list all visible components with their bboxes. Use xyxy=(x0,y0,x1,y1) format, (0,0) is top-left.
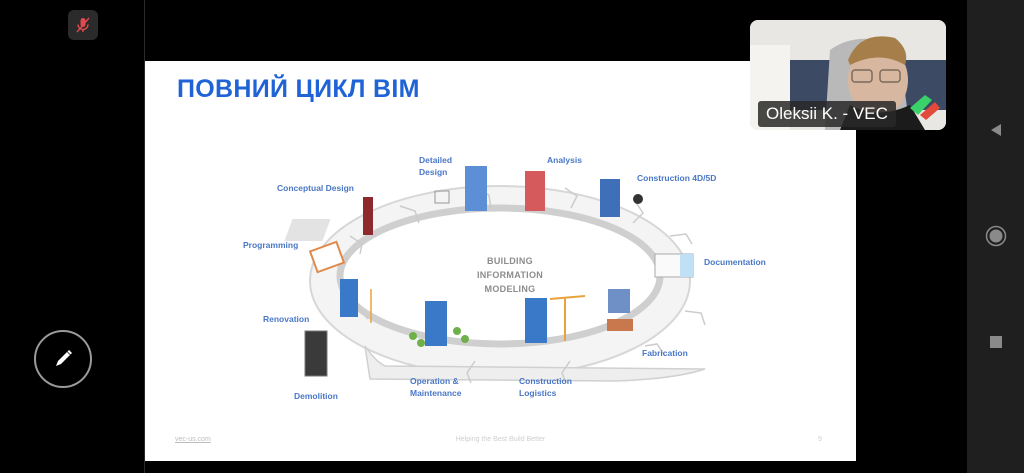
participant-name-tag: Oleksii K. - VEC xyxy=(758,101,896,127)
footer-website[interactable]: vec-us.com xyxy=(175,436,211,443)
fabrication-model xyxy=(607,289,633,331)
home-button[interactable] xyxy=(967,216,1024,256)
mic-muted-icon xyxy=(76,17,90,33)
analysis-model xyxy=(525,171,545,211)
participant-video-tile[interactable]: Oleksii K. - VEC xyxy=(750,20,946,130)
bim-cycle-diagram xyxy=(284,166,706,384)
renovation-model xyxy=(340,279,372,323)
recents-icon xyxy=(989,336,1002,348)
operation-maintenance-model xyxy=(409,301,469,347)
stage-label-documentation: Documentation xyxy=(704,257,766,267)
home-icon xyxy=(985,225,1006,247)
center-label: BUILDING INFORMATION MODELING xyxy=(455,254,565,296)
center-label-line: INFORMATION xyxy=(476,270,544,280)
annotate-button[interactable] xyxy=(34,330,92,388)
stage-label-operation-maintenance: Operation & Maintenance xyxy=(410,376,462,398)
documentation-model xyxy=(654,253,694,278)
footer-tagline: Helping the Best Build Better xyxy=(455,436,546,443)
construction-4d5d-model xyxy=(600,179,643,217)
slide-title: ПОВНИЙ ЦИКЛ BIM xyxy=(177,75,420,103)
construction-logistics-model xyxy=(525,295,586,343)
divider xyxy=(144,0,145,473)
ring-tail xyxy=(364,345,706,382)
participant-video xyxy=(750,20,946,130)
stage-label-construction-4d5d: Construction 4D/5D xyxy=(637,173,717,183)
programming-model xyxy=(308,240,346,274)
segment-separators xyxy=(344,187,706,384)
stage-label-conceptual-design: Conceptual Design xyxy=(277,183,354,193)
conceptual-design-model xyxy=(284,197,373,241)
recents-button[interactable] xyxy=(967,322,1024,362)
footer-page-number: 9 xyxy=(818,436,822,443)
presentation-slide: ПОВНИЙ ЦИКЛ BIM xyxy=(145,61,856,461)
back-icon xyxy=(990,124,1001,136)
stage-label-construction-logistics: Construction Logistics xyxy=(519,376,572,398)
center-label-line: MODELING xyxy=(484,284,536,294)
android-navigation-bar xyxy=(967,0,1024,473)
center-label-line: BUILDING xyxy=(487,256,533,266)
stage-label-programming: Programming xyxy=(243,240,299,250)
stage-label-fabrication: Fabrication xyxy=(642,348,688,358)
stage-label-detailed-design: Detailed Design xyxy=(419,155,453,177)
pencil-icon xyxy=(56,350,72,366)
demolition-model xyxy=(304,330,328,377)
mute-button[interactable] xyxy=(68,10,98,40)
back-button[interactable] xyxy=(967,110,1024,150)
detailed-design-model xyxy=(434,166,487,211)
stage-label-analysis: Analysis xyxy=(547,155,582,165)
stage-label-renovation: Renovation xyxy=(263,314,310,324)
stage-label-demolition: Demolition xyxy=(294,391,338,401)
screen-share-area: ПОВНИЙ ЦИКЛ BIM xyxy=(34,0,946,473)
